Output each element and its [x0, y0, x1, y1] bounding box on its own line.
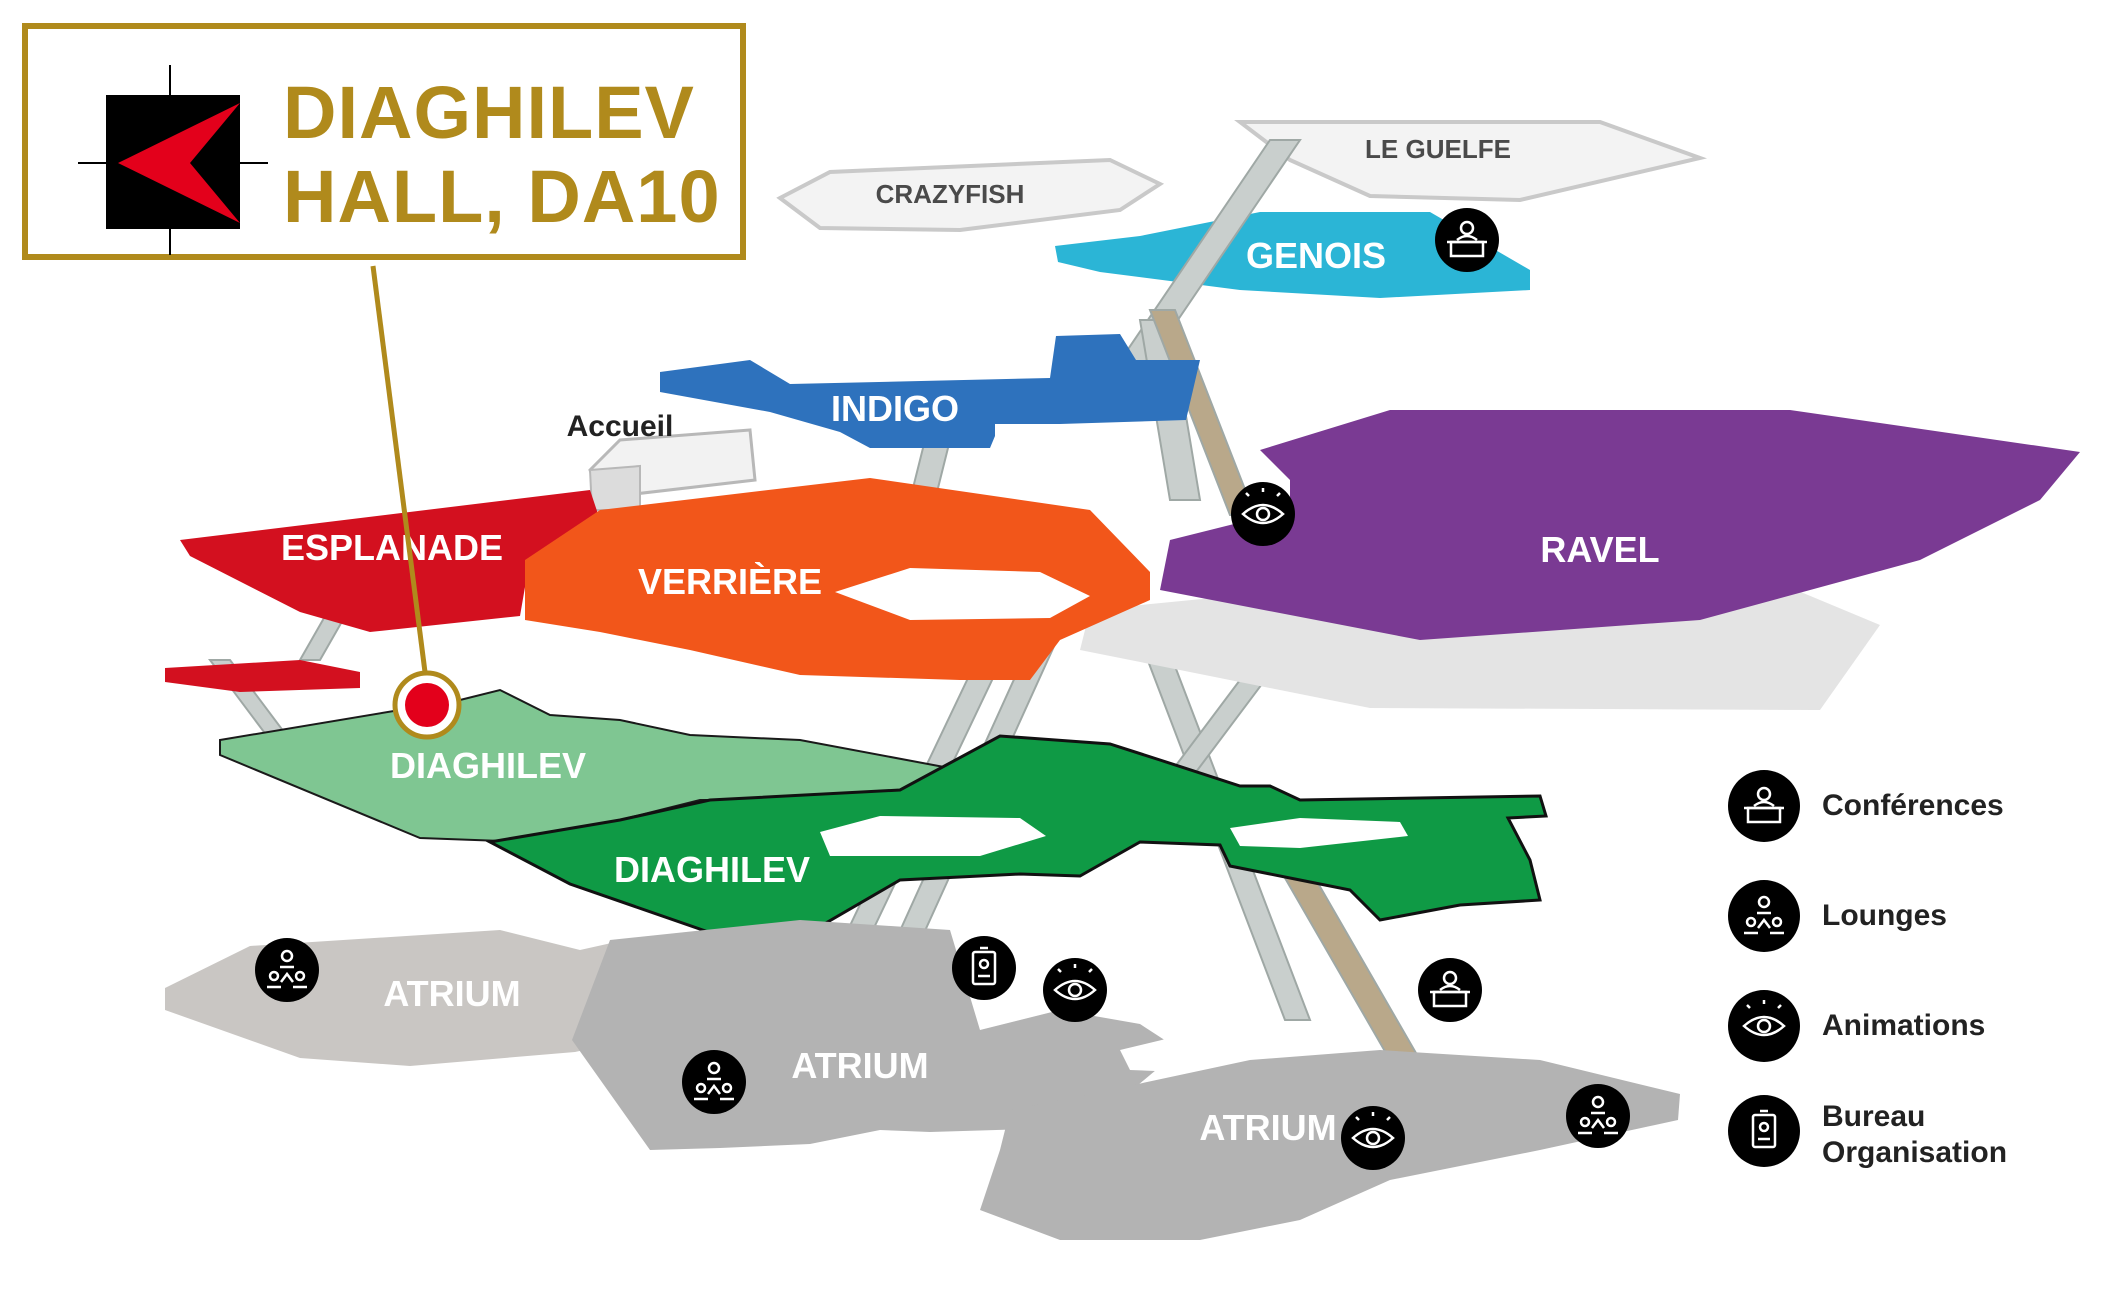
zone-label-atrium-left: ATRIUM	[383, 973, 520, 1014]
map-legend: Conférences Lounges Animations Bureau Or…	[1720, 750, 2080, 1210]
zone-label-ravel: RAVEL	[1540, 529, 1659, 570]
zone-diaghilev-lower[interactable]: DIAGHILEV	[485, 734, 1548, 940]
zone-label-genois: GENOIS	[1246, 235, 1386, 276]
badge-icon	[950, 934, 1018, 1002]
eye-icon	[1339, 1104, 1407, 1172]
zone-label-esplanade: ESPLANADE	[281, 527, 503, 568]
zone-label-accueil: Accueil	[567, 410, 674, 443]
zone-ravel[interactable]: RAVEL	[1080, 410, 2080, 710]
legend-label: Animations	[1822, 1009, 1986, 1042]
legend-item-animations: Animations	[1720, 990, 2080, 1070]
callout-title: DIAGHILEV HALL, DA10	[283, 71, 721, 239]
zone-label-diaghilev-lower: DIAGHILEV	[614, 849, 810, 890]
legend-item-bureau-organisation: Bureau Organisation	[1720, 1095, 2080, 1175]
conference-icon	[1433, 206, 1501, 274]
callout-title-line2: HALL, DA10	[283, 155, 721, 238]
zone-esplanade[interactable]: ESPLANADE	[165, 490, 600, 692]
eye-icon	[1041, 956, 1109, 1024]
legend-item-conferences: Conférences	[1720, 770, 2080, 850]
eye-icon	[1229, 480, 1297, 548]
level-le-guelfe: LE GUELFE	[1234, 120, 1708, 203]
zone-indigo[interactable]: INDIGO	[660, 334, 1200, 448]
callout-title-line1: DIAGHILEV	[283, 71, 695, 154]
eye-icon	[1728, 990, 1800, 1062]
zone-genois[interactable]: GENOIS	[1055, 212, 1530, 298]
lounge-icon	[680, 1048, 748, 1116]
conference-icon	[1416, 956, 1484, 1024]
lounge-icon	[253, 936, 321, 1004]
zone-label-indigo: INDIGO	[831, 388, 959, 429]
legend-label: Conférences	[1822, 789, 2004, 822]
zone-label-verriere: VERRIÈRE	[638, 561, 822, 602]
legend-item-lounges: Lounges	[1720, 880, 2080, 960]
zone-label-atrium-center: ATRIUM	[791, 1045, 928, 1086]
conference-icon	[1728, 770, 1800, 842]
location-callout: DIAGHILEV HALL, DA10	[22, 23, 746, 260]
location-marker[interactable]	[405, 683, 449, 727]
zone-label-crazyfish: CRAZYFISH	[876, 179, 1025, 209]
zone-label-le-guelfe: LE GUELFE	[1365, 134, 1511, 164]
zone-label-atrium-right: ATRIUM	[1199, 1107, 1336, 1148]
venue-logo	[78, 65, 268, 255]
zone-verriere[interactable]: VERRIÈRE	[525, 478, 1150, 680]
lounge-icon	[1564, 1082, 1632, 1150]
lounge-icon	[1728, 880, 1800, 952]
legend-label: Lounges	[1822, 899, 1947, 932]
callout-leader-line	[370, 265, 428, 673]
legend-label: Bureau Organisation	[1822, 1100, 2008, 1169]
zone-label-diaghilev-upper: DIAGHILEV	[390, 745, 586, 786]
level-crazyfish: CRAZYFISH	[776, 157, 1165, 233]
badge-icon	[1728, 1095, 1800, 1167]
